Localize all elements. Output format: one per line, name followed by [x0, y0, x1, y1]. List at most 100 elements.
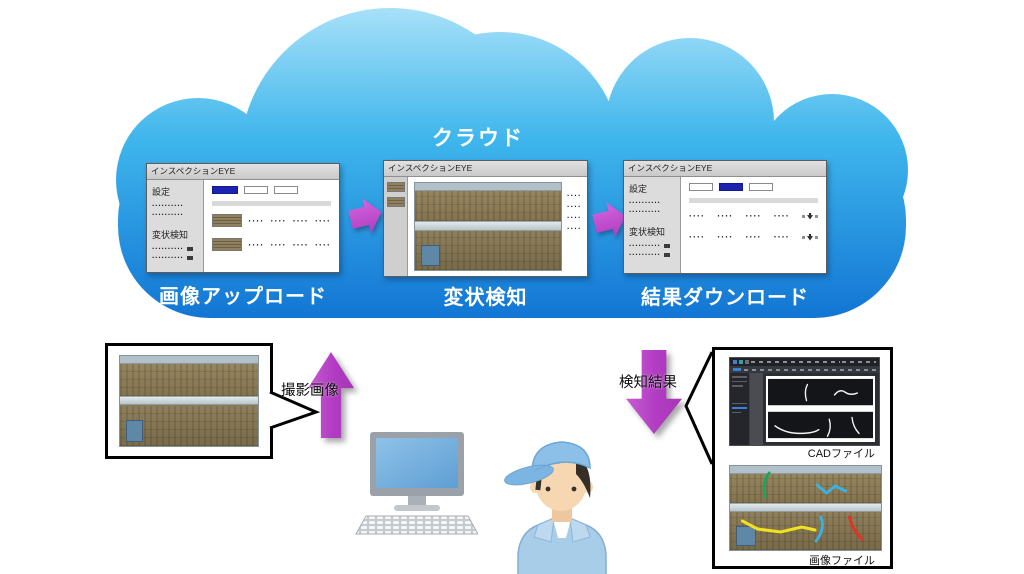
- sidebar-menu-row: ··········: [629, 207, 661, 216]
- desktop-computer: [355, 432, 478, 535]
- result-row: ···· ···· ···· ····: [689, 211, 818, 221]
- primary-button: [719, 183, 743, 191]
- app-window-detect: インスペクションEYE ···· ···· ···· ····: [383, 160, 588, 277]
- file-row: ···· ···· ···· ····: [212, 238, 331, 251]
- image-file-label: 画像ファイル: [809, 555, 875, 567]
- file-field: ····: [292, 239, 309, 250]
- window-main-area: ···· ···· ···· ···· ···· ···· ···· ····: [204, 180, 339, 272]
- meta-field: ····: [567, 202, 582, 211]
- captured-photo-callout: [105, 343, 273, 459]
- photo-thumbnail: [386, 182, 405, 192]
- wall-photo: [119, 355, 259, 447]
- equipment-object: [736, 525, 756, 546]
- monitor-stand: [408, 496, 426, 505]
- folder-icon: [663, 243, 670, 248]
- sidebar-menu-row: ··········: [152, 210, 184, 219]
- sidebar-settings-label: 設定: [152, 187, 171, 197]
- step-label-upload: 画像アップロード: [159, 286, 327, 308]
- sidebar-menu-row: ··········: [629, 250, 675, 259]
- file-field: ····: [270, 215, 287, 226]
- secondary-button: [689, 183, 713, 191]
- result-field: ····: [773, 211, 790, 221]
- cad-screenshot: [729, 357, 880, 446]
- result-field: ····: [745, 232, 762, 242]
- meta-field: ····: [567, 213, 582, 222]
- cad-panel-divider: [750, 373, 763, 445]
- cad-menubar: [730, 358, 879, 366]
- captured-image-label: 撮影画像: [281, 383, 339, 399]
- progress-bar: [689, 198, 818, 203]
- photo-thumbnail: [212, 238, 242, 251]
- download-arrow-icon: [626, 350, 682, 434]
- secondary-button: [244, 186, 268, 194]
- window-titlebar: インスペクションEYE: [384, 161, 587, 177]
- folder-icon: [663, 252, 670, 257]
- secondary-button: [749, 183, 773, 191]
- file-row: ···· ···· ···· ····: [212, 214, 331, 227]
- callout-tail-left: [269, 390, 320, 430]
- window-titlebar: インスペクションEYE: [624, 161, 826, 177]
- wall-photo: [414, 182, 562, 271]
- cloud-title: クラウド: [432, 127, 524, 150]
- flow-arrow-right-icon: [594, 202, 626, 238]
- result-photo-frame: [729, 465, 882, 551]
- window-sidebar: 設定 ·········· ·········· 変状検知 ··········…: [147, 180, 204, 272]
- metadata-column: ···· ···· ···· ····: [563, 181, 585, 272]
- sidebar-menu-row: ··········: [629, 241, 675, 250]
- file-field: ····: [315, 215, 331, 226]
- step-label-download: 結果ダウンロード: [641, 287, 809, 309]
- keyboard: [355, 515, 478, 535]
- sidebar-detect-label: 変状検知: [629, 227, 666, 237]
- download-icon: [802, 212, 818, 220]
- file-field: ····: [248, 215, 265, 226]
- crack-overlay: [740, 471, 864, 543]
- app-window-upload: インスペクションEYE 設定 ·········· ·········· 変状検…: [146, 163, 340, 273]
- sidebar-menu-row: ··········: [152, 253, 198, 262]
- window-sidebar: 設定 ·········· ·········· 変状検知 ··········…: [624, 177, 681, 273]
- cad-sidebar: [730, 373, 750, 445]
- eye: [545, 486, 551, 492]
- callout-tail-right: [684, 351, 714, 465]
- photo-thumbnail: [212, 214, 242, 227]
- sidebar-menu-row: ··········: [152, 244, 198, 253]
- detection-result-label: 検知結果: [619, 375, 677, 391]
- download-icon: [802, 233, 818, 241]
- flow-arrow-right-icon: [350, 198, 382, 234]
- thumbnail-strip: [384, 177, 408, 276]
- photo-frame: [413, 181, 563, 272]
- file-field: ····: [248, 239, 265, 250]
- result-field: ····: [689, 211, 705, 221]
- sidebar-menu-row: ··········: [629, 198, 661, 207]
- window-main-area: ···· ···· ···· ···· ···· ···· ···· ····: [681, 177, 826, 273]
- wall-photo-with-cracks: [729, 465, 882, 551]
- result-field: ····: [717, 211, 734, 221]
- file-field: ····: [315, 239, 331, 250]
- equipment-object: [125, 419, 144, 442]
- eye: [571, 486, 577, 492]
- sidebar-settings-label: 設定: [629, 184, 648, 194]
- folder-icon: [186, 246, 193, 251]
- window-titlebar: インスペクションEYE: [147, 164, 339, 180]
- result-field: ····: [745, 211, 762, 221]
- result-field: ····: [773, 232, 790, 242]
- folder-icon: [186, 255, 193, 260]
- sidebar-detect-label: 変状検知: [152, 230, 189, 240]
- upload-arrow-icon: [308, 352, 354, 438]
- file-field: ····: [292, 215, 309, 226]
- result-row: ···· ···· ···· ····: [689, 232, 818, 242]
- sidebar-menu-row: ··········: [152, 201, 184, 210]
- equipment-object: [420, 244, 440, 266]
- meta-field: ····: [567, 224, 582, 233]
- result-field: ····: [717, 232, 734, 242]
- meta-field: ····: [567, 191, 582, 200]
- file-field: ····: [270, 239, 287, 250]
- crack-drawing: [768, 378, 873, 439]
- cad-toolbar: [730, 366, 879, 373]
- app-window-download: インスペクションEYE 設定 ·········· ·········· 変状検…: [623, 160, 827, 274]
- hair: [576, 456, 591, 498]
- primary-button: [212, 186, 238, 194]
- secondary-button: [274, 186, 298, 194]
- cad-file-label: CADファイル: [807, 448, 875, 460]
- step-label-detect: 変状検知: [443, 287, 528, 309]
